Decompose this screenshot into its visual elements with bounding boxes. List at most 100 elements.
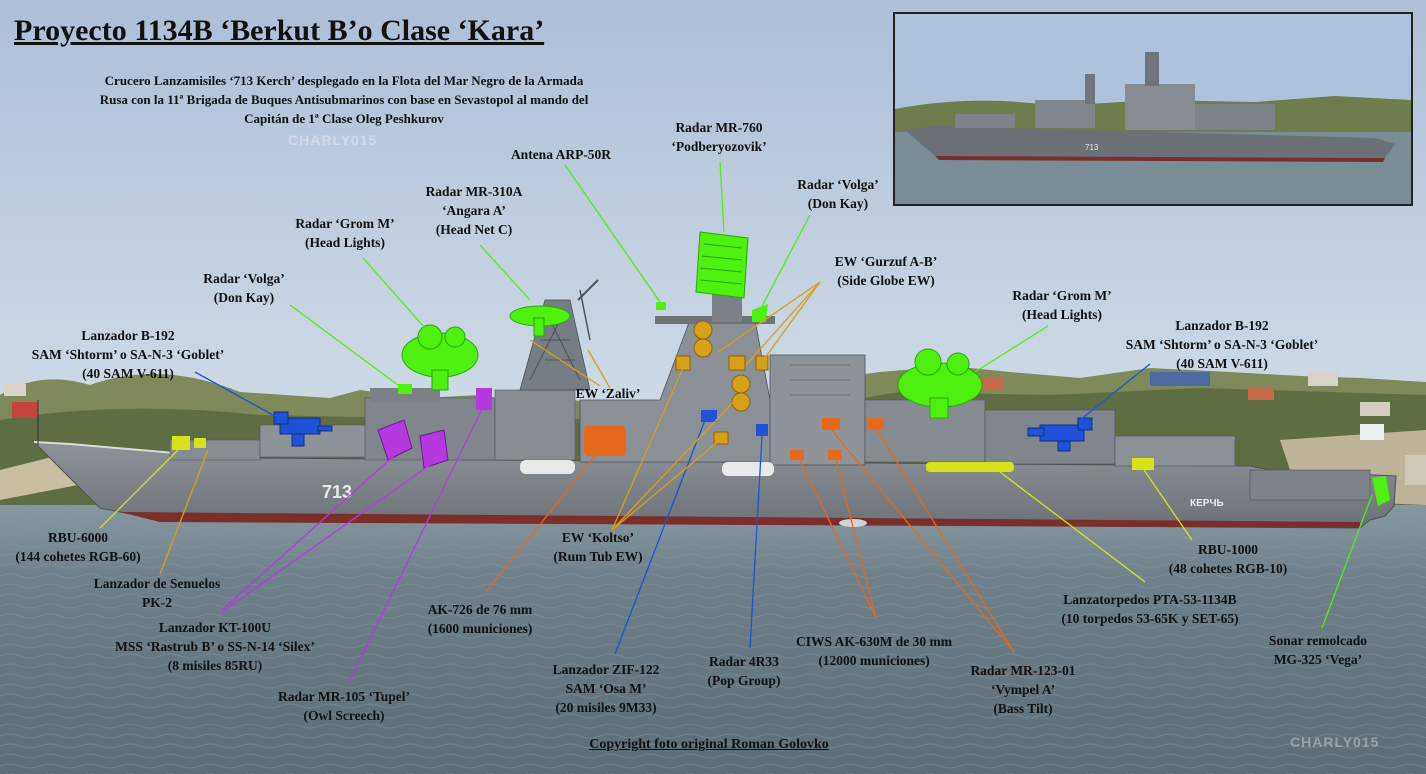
label-line: Lanzador de Senuelos (93, 576, 221, 591)
radar-volga-fwd-highlight (398, 384, 412, 394)
label-radar-grom-aft: Radar ‘Grom M’ (Head Lights) (1012, 286, 1111, 324)
leader-lines (99, 161, 1373, 681)
label-line: (Head Lights) (1022, 307, 1102, 322)
svg-text:713: 713 (1085, 143, 1099, 152)
sonar-highlight (1372, 476, 1390, 506)
label-line: SAM ‘Shtorm’ o SA-N-3 ‘Goblet’ (31, 347, 225, 362)
label-line: (Don Kay) (807, 196, 869, 211)
rbu6000-highlight (172, 436, 190, 450)
ciws-1-highlight (790, 450, 804, 460)
label-line: (8 misiles 85RU) (167, 658, 263, 673)
label-lanzador-b192-aft: Lanzador B-192 SAM ‘Shtorm’ o SA-N-3 ‘Go… (1126, 316, 1318, 373)
mr12301-1-highlight (822, 418, 840, 430)
label-ew-gurzuf: EW ‘Gurzuf A-B’ (Side Globe EW) (835, 252, 938, 290)
rbu6000-b-highlight (194, 438, 206, 448)
label-line: ‘Vympel A’ (990, 682, 1056, 697)
label-line: EW ‘Zaliv’ (575, 386, 641, 401)
label-mr105: Radar MR-105 ‘Tupel’ (Owl Screech) (278, 687, 410, 725)
label-line: RBU-6000 (47, 530, 108, 545)
label-ew-koltso: EW ‘Koltso’ (Rum Tub EW) (553, 528, 642, 566)
kt100u-highlight (377, 419, 449, 469)
subtitle-line: Rusa con la 11ª Brigada de Buques Antisu… (99, 92, 589, 107)
label-line: Radar ‘Grom M’ (295, 216, 395, 231)
label-line: (1600 municiones) (427, 621, 533, 636)
label-line: SAM ‘Osa M’ (565, 681, 647, 696)
rbu1000-highlight (1132, 458, 1154, 470)
label-line: EW ‘Gurzuf A-B’ (834, 254, 938, 269)
label-ciws: CIWS AK-630M de 30 mm (12000 municiones) (796, 632, 952, 670)
b192-fwd-highlight (273, 411, 333, 447)
watermark: CHARLY015 (1290, 734, 1380, 750)
label-line: (Bass Tilt) (993, 701, 1053, 716)
label-line: ‘Angara A’ (442, 203, 506, 218)
label-line: Antena ARP-50R (510, 147, 612, 162)
radar-mr760-highlight (695, 231, 749, 299)
radar-mr310a-highlight (509, 305, 571, 337)
label-line: (40 SAM V-611) (1176, 356, 1268, 371)
label-line: (48 cohetes RGB-10) (1168, 561, 1288, 576)
label-line: MG-325 ‘Vega’ (1273, 652, 1363, 667)
label-line: EW ‘Koltso’ (561, 530, 635, 545)
label-line: (Head Net C) (435, 222, 513, 237)
ak726-highlight (584, 426, 626, 456)
label-rbu1000: RBU-1000 (48 cohetes RGB-10) (1169, 540, 1287, 578)
label-line: MSS ‘Rastrub B’ o SS-N-14 ‘Silex’ (115, 639, 315, 654)
label-ew-zaliv: EW ‘Zaliv’ (576, 384, 641, 403)
mr12301-2-highlight (868, 418, 884, 430)
radar-4r33-highlight (756, 424, 768, 436)
label-sonar: Sonar remolcado MG-325 ‘Vega’ (1269, 631, 1367, 669)
subtitle: Crucero Lanzamisiles ‘713 Kerch’ despleg… (100, 71, 589, 128)
antena-arp50r-highlight (656, 302, 666, 310)
label-line: Lanzador B-192 (1175, 318, 1269, 333)
ship-name: КЕРЧЬ (1190, 498, 1224, 509)
label-line: Lanzatorpedos PTA-53-1134B (1063, 592, 1237, 607)
label-line: AK-726 de 76 mm (427, 602, 533, 617)
label-line: (12000 municiones) (818, 653, 930, 668)
label-radar-volga-aft: Radar ‘Volga’ (Don Kay) (797, 175, 878, 213)
label-line: Sonar remolcado (1268, 633, 1368, 648)
label-lanzador-b192-fwd: Lanzador B-192 SAM ‘Shtorm’ o SA-N-3 ‘Go… (32, 326, 224, 383)
page-title: Proyecto 1134B ‘Berkut B’o Clase ‘Kara’ (14, 14, 545, 47)
label-rbu6000: RBU-6000 (144 cohetes RGB-60) (15, 528, 140, 566)
label-radar-grom-fwd: Radar ‘Grom M’ (Head Lights) (295, 214, 394, 252)
label-line: (40 SAM V-611) (82, 366, 174, 381)
label-radar-mr310a: Radar MR-310A ‘Angara A’ (Head Net C) (426, 182, 523, 239)
label-line: Lanzador KT-100U (158, 620, 272, 635)
label-line: ‘Podberyozovik’ (671, 139, 767, 154)
radar-volga-aft-highlight (752, 304, 768, 322)
label-line: Lanzador ZIF-122 (552, 662, 660, 677)
label-line: Radar ‘Volga’ (203, 271, 285, 286)
label-line: Radar MR-123-01 (970, 663, 1076, 678)
label-zif122: Lanzador ZIF-122 SAM ‘Osa M’ (20 misiles… (553, 660, 660, 717)
label-line: Radar MR-105 ‘Tupel’ (277, 689, 411, 704)
label-line: RBU-1000 (1197, 542, 1258, 557)
label-line: (Side Globe EW) (837, 273, 935, 288)
label-senuelos: Lanzador de Senuelos PK-2 (94, 574, 221, 612)
label-line: (Rum Tub EW) (553, 549, 643, 564)
mr105-highlight (476, 388, 492, 410)
inset-photo: 713 (893, 12, 1413, 206)
label-line: (Don Kay) (213, 290, 275, 305)
pta53-highlight (926, 462, 1014, 472)
label-line: (10 torpedos 53-65K y SET-65) (1061, 611, 1239, 626)
label-line: Lanzador B-192 (81, 328, 175, 343)
hull-number: 713 (322, 482, 352, 502)
label-mr12301: Radar MR-123-01 ‘Vympel A’ (Bass Tilt) (970, 661, 1075, 718)
label-line: (Head Lights) (305, 235, 385, 250)
radar-grom-fwd-highlight (401, 324, 479, 391)
radar-grom-aft-highlight (897, 348, 983, 419)
label-line: (Owl Screech) (303, 708, 385, 723)
subtitle-line: Crucero Lanzamisiles ‘713 Kerch’ despleg… (104, 73, 584, 88)
label-line: (20 misiles 9M33) (555, 700, 657, 715)
label-line: Radar MR-760 (675, 120, 763, 135)
label-line: Radar ‘Grom M’ (1012, 288, 1112, 303)
label-kt100u: Lanzador KT-100U MSS ‘Rastrub B’ o SS-N-… (115, 618, 315, 675)
label-antena-arp50r: Antena ARP-50R (511, 145, 611, 164)
label-line: Radar ‘Volga’ (797, 177, 879, 192)
ew-domes (675, 320, 769, 445)
label-radar-volga-fwd: Radar ‘Volga’ (Don Kay) (203, 269, 284, 307)
label-line: PK-2 (142, 595, 172, 610)
label-line: SAM ‘Shtorm’ o SA-N-3 ‘Goblet’ (1125, 337, 1319, 352)
label-pta53: Lanzatorpedos PTA-53-1134B (10 torpedos … (1061, 590, 1238, 628)
copyright: Copyright foto original Roman Golovko (589, 737, 829, 752)
